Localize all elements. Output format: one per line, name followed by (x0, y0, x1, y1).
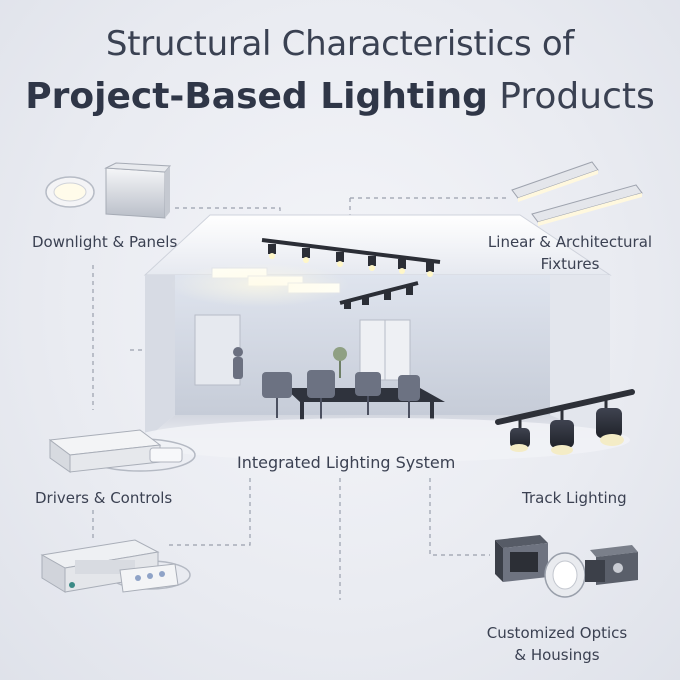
title-line-1: Structural Characteristics of (105, 24, 575, 64)
linear-fixture-icon (511, 161, 643, 226)
label-optics-housings: Customized Optics & Housings (462, 622, 652, 666)
room-illustration (130, 214, 630, 462)
title-bold-part: Project-Based Lighting (25, 76, 488, 117)
track-lighting-icon (495, 389, 635, 455)
center-label: Integrated Lighting System (237, 453, 456, 472)
label-linear-line-2: Fixtures (540, 255, 600, 273)
label-drivers-controls: Drivers & Controls (35, 489, 173, 507)
driver-control-icon (40, 429, 196, 593)
optics-housing-icon (495, 535, 638, 598)
label-optics-line-2: & Housings (514, 646, 600, 664)
title-rest-part: Products (487, 76, 655, 117)
label-linear-fixtures: Linear & Architectural Fixtures (470, 231, 670, 275)
label-linear-line-1: Linear & Architectural (487, 233, 653, 251)
label-downlight-panels: Downlight & Panels (32, 233, 178, 251)
title-line-2: Project-Based Lighting Products (0, 76, 680, 117)
label-track-lighting: Track Lighting (522, 489, 627, 507)
label-optics-line-1: Customized Optics (486, 624, 628, 642)
downlight-panel-icon (45, 162, 172, 219)
